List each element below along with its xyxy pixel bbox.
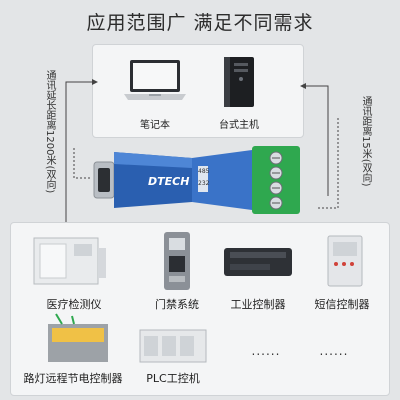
medical-analyzer-icon: [30, 232, 110, 288]
sms-controller-icon: [322, 232, 366, 290]
plc-industrial-pc-icon: [138, 326, 208, 366]
converter-brand: DTECH: [148, 175, 190, 188]
top-device-panel: [92, 44, 304, 138]
left-distance-note: 通讯延长距离1200米(双向): [44, 70, 55, 194]
industrial-controller-icon: [222, 242, 294, 282]
more-devices-placeholder-1: ......: [251, 344, 281, 358]
rs232-rs485-converter: [92, 140, 312, 220]
street-light-controller-label: 路灯远程节电控制器: [23, 372, 123, 385]
desktop-tower-icon: [222, 55, 258, 109]
converter-side-text-1: 485: [198, 168, 210, 175]
laptop-icon: [122, 58, 188, 104]
converter-side-text-2: 232: [198, 180, 210, 187]
sms-controller-label: 短信控制器: [314, 298, 370, 311]
more-devices-placeholder-2: ......: [319, 344, 349, 358]
desktop-label: 台式主机: [219, 120, 259, 131]
laptop-label: 笔记本: [140, 120, 170, 131]
right-distance-note: 通讯距离15米(双向): [360, 96, 371, 187]
plc-industrial-pc-label: PLC工控机: [146, 372, 200, 385]
access-control-icon: [160, 230, 194, 292]
industrial-controller-label: 工业控制器: [230, 298, 286, 311]
right-bracket: [300, 78, 350, 218]
headline: 应用范围广 满足不同需求: [86, 12, 314, 34]
medical-analyzer-label: 医疗检测仪: [46, 298, 102, 311]
access-control-label: 门禁系统: [155, 298, 199, 311]
street-light-controller-icon: [42, 310, 114, 368]
